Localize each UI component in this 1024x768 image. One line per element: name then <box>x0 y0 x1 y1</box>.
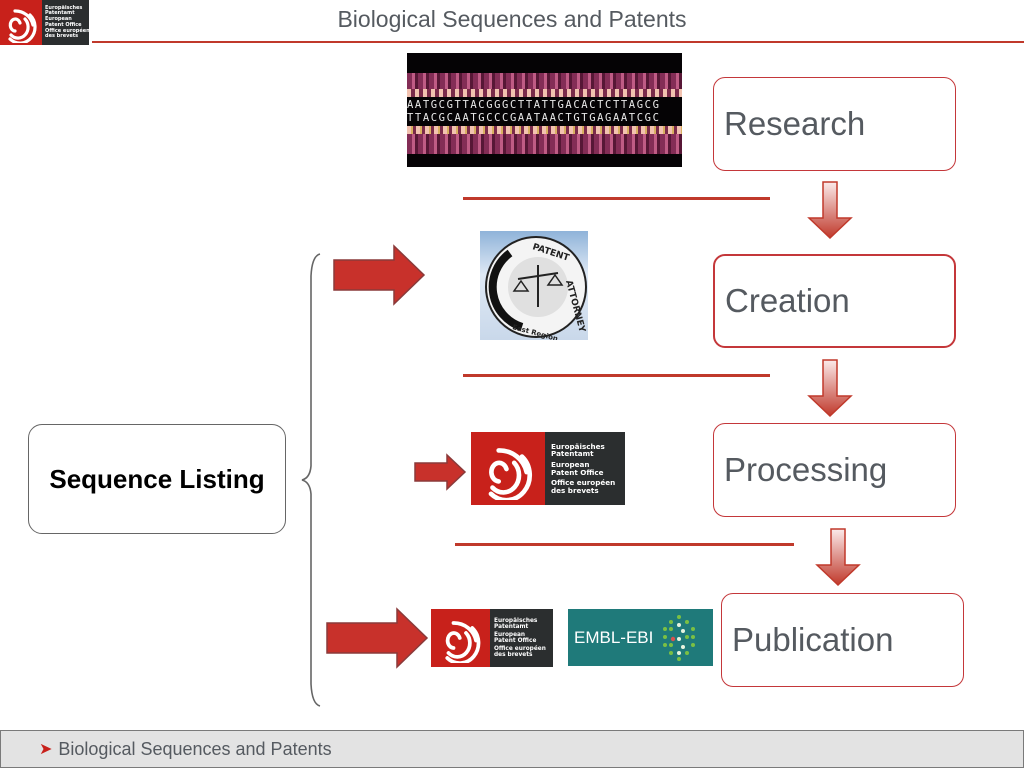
dna-sequence-image: AATGCGTTACGGGCTTATTGACACTCTTAGCG TTACGCA… <box>407 53 682 167</box>
epo-header-logo: Europäisches Patentamt European Patent O… <box>0 0 89 45</box>
separator-line <box>463 374 770 377</box>
logo-line: Patent Office <box>45 21 82 28</box>
logo-line: Patentamt <box>551 449 594 459</box>
stage-label: Processing <box>724 451 888 488</box>
logo-line: des brevets <box>45 33 79 39</box>
stage-publication: Publication <box>721 593 964 687</box>
hexagon-dots-icon <box>663 614 696 661</box>
stage-label: Publication <box>732 621 894 658</box>
footer-text: Biological Sequences and Patents <box>58 738 332 759</box>
logo-line: des brevets <box>494 652 533 659</box>
epo-swirl-icon <box>0 0 42 45</box>
arrowhead-bullet-icon: ➤ <box>39 741 53 758</box>
embl-ebi-logo: EMBL-EBI <box>568 609 713 666</box>
logo-line: European <box>45 16 72 23</box>
epo-logo: Europäisches Patentamt European Patent O… <box>471 432 625 505</box>
logo-line: Europäisches <box>45 4 83 11</box>
logo-line: Europäisches <box>551 441 605 451</box>
logo-line: European <box>551 459 590 469</box>
logo-line: Patentamt <box>45 10 75 16</box>
sequence-listing-box: Sequence Listing <box>28 424 286 534</box>
right-arrow-icon <box>326 607 429 669</box>
down-arrow-icon <box>807 359 853 418</box>
down-arrow-icon <box>815 528 861 587</box>
stage-processing: Processing <box>713 423 956 517</box>
dna-seq-top: AATGCGTTACGGGCTTATTGACACTCTTAGCG <box>407 99 661 111</box>
separator-line <box>455 543 794 546</box>
right-arrow-icon <box>333 244 426 306</box>
right-arrow-icon <box>414 453 467 491</box>
logo-line: Office européen <box>551 478 616 488</box>
down-arrow-icon <box>807 181 853 240</box>
stage-creation: Creation <box>713 254 956 348</box>
logo-line: Europäisches <box>494 617 538 624</box>
stage-label: Creation <box>725 282 850 319</box>
logo-line: des brevets <box>551 485 599 495</box>
logo-line: Office européen <box>45 27 89 34</box>
header-divider <box>92 41 1024 43</box>
epo-swirl-icon <box>431 609 490 667</box>
footer-bar: ➤ Biological Sequences and Patents <box>0 730 1024 768</box>
separator-line <box>463 197 770 200</box>
epo-swirl-icon <box>471 432 545 505</box>
logo-line: European <box>494 631 526 638</box>
stage-research: Research <box>713 77 956 171</box>
embl-ebi-label: EMBL-EBI <box>574 627 654 647</box>
epo-logo: Europäisches Patentamt European Patent O… <box>431 609 553 667</box>
logo-line: Patent Office <box>551 467 604 477</box>
dna-seq-bottom: TTACGCAATGCCCGAATAACTGTGAGAATCGC <box>407 112 661 124</box>
patent-attorney-seal-image: PATENT ATTORNEY East Region <box>480 231 588 340</box>
page-title: Biological Sequences and Patents <box>337 6 687 32</box>
curly-brace <box>301 253 321 707</box>
logo-line: Office européen <box>494 646 546 653</box>
logo-line: Patentamt <box>494 623 529 630</box>
stage-label: Research <box>724 105 866 142</box>
logo-line: Patent Office <box>494 638 537 644</box>
